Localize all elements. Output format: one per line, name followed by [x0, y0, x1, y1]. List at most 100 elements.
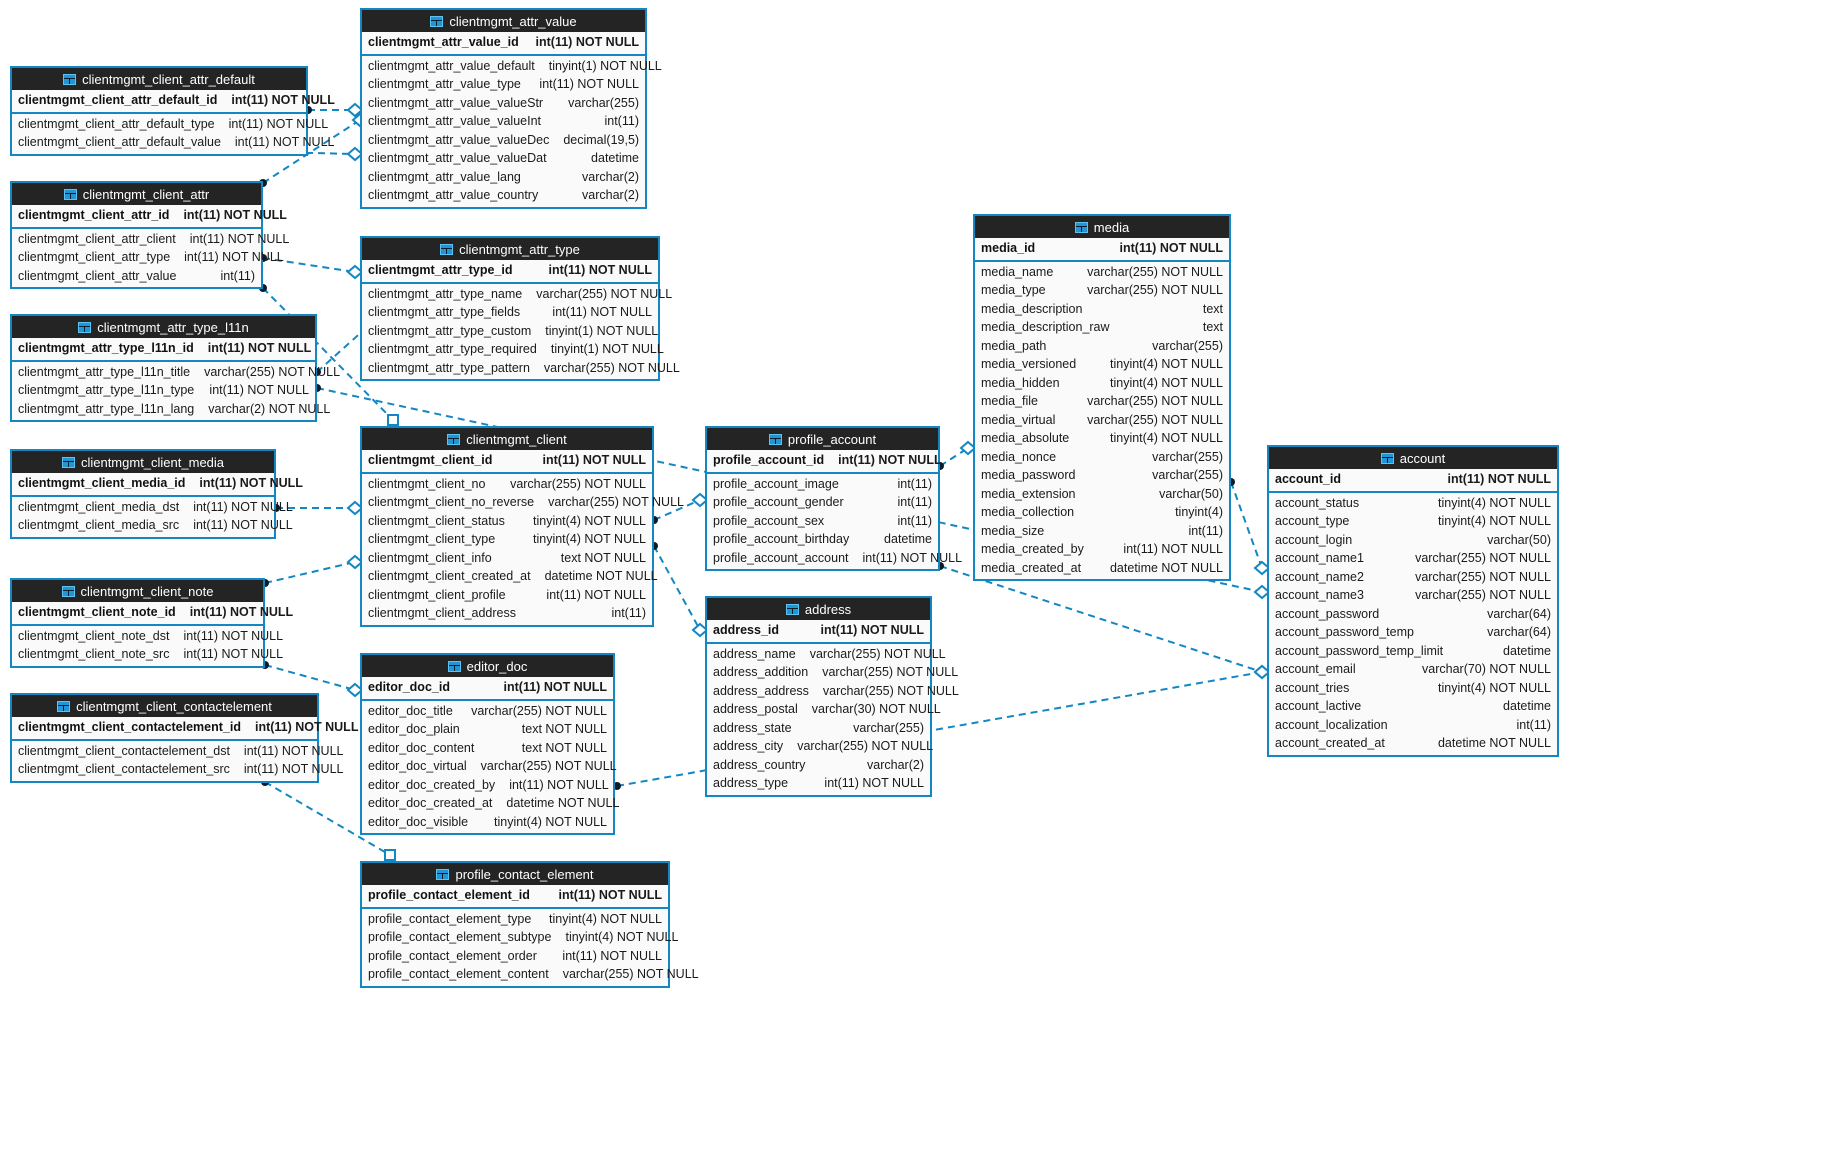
entity-header[interactable]: clientmgmt_client_media [12, 451, 274, 473]
entity-header[interactable]: profile_contact_element [362, 863, 668, 885]
entity-header[interactable]: clientmgmt_attr_type_l11n [12, 316, 315, 338]
entity-table[interactable]: profile_contact_element profile_contact_e… [360, 861, 699, 988]
entity-header[interactable]: clientmgmt_client_attr_default [12, 68, 306, 90]
entity-header[interactable]: clientmgmt_client_contactelement [12, 695, 317, 717]
entity-header[interactable]: clientmgmt_client [362, 428, 652, 450]
entity-header[interactable]: profile_account [707, 428, 938, 450]
entity-header[interactable]: address [707, 598, 930, 620]
entity-header[interactable]: editor_doc [362, 655, 613, 677]
entity-header[interactable]: account [1269, 447, 1557, 469]
entity-header[interactable]: clientmgmt_attr_type [362, 238, 658, 260]
